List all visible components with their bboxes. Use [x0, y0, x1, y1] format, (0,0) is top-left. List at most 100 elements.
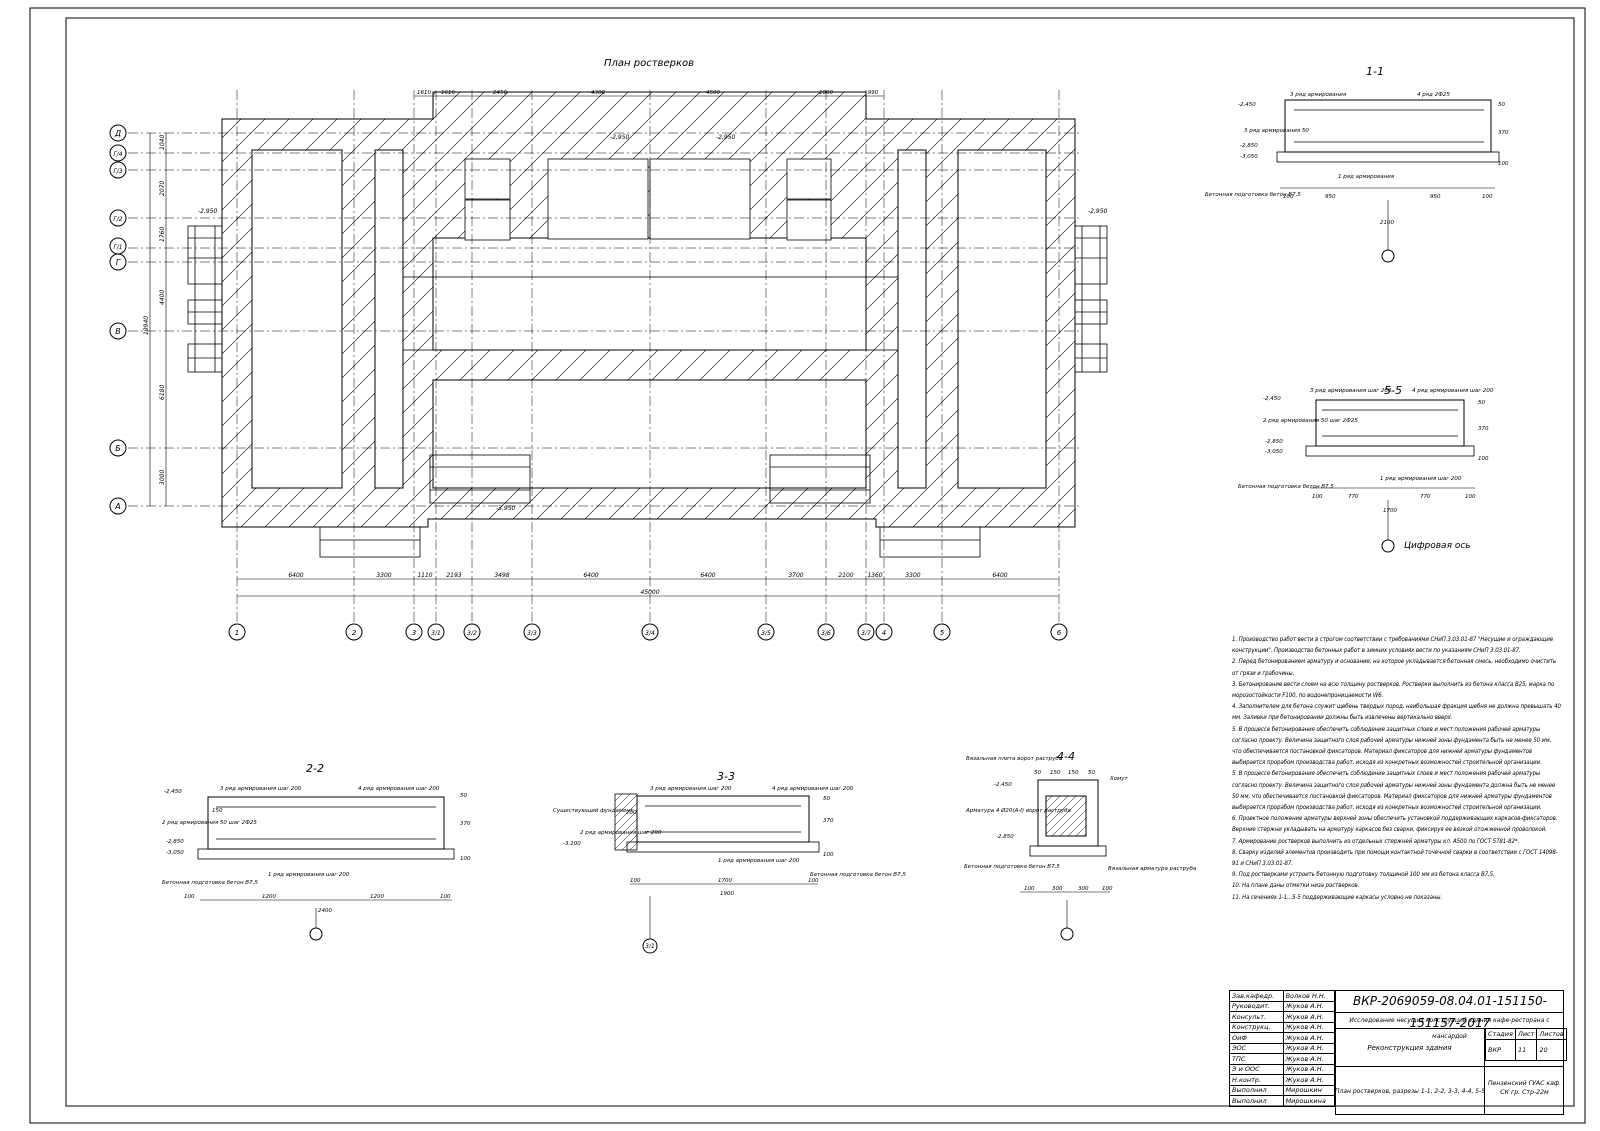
svg-text:3000: 3000	[159, 470, 166, 485]
svg-text:1610: 1610	[417, 90, 431, 96]
number-axis-markers: 1 2 3 3/1 3/2 3/3 3/4 3/5 3/6 3/7 4 5 6	[228, 623, 1068, 641]
note-10: 10. На плане даны отметки низа ростверко…	[1232, 882, 1360, 890]
section-3-3-title: 3-3	[717, 770, 735, 783]
inner-core	[402, 276, 899, 351]
svg-text:6: 6	[1057, 629, 1062, 637]
sheet-title: План ростверков, разрезы 1-1, 2-2, 3-3, …	[1335, 1066, 1485, 1115]
svg-text:2100: 2100	[838, 572, 853, 579]
svg-text:770: 770	[1348, 494, 1359, 500]
svg-text:3 ряд армирования шаг 200: 3 ряд армирования шаг 200	[220, 786, 302, 792]
svg-text:-2,950: -2,950	[610, 134, 630, 141]
svg-text:100: 100	[440, 894, 451, 900]
note-2: 2. Перед бетонированием арматуру и основ…	[1232, 658, 1556, 677]
bottom-cages	[319, 454, 981, 558]
bottom-dimension-texts: 6400 3300 1110 2193 3498 6400 6400 3700 …	[288, 572, 1007, 596]
left-dimensions	[149, 133, 167, 506]
svg-text:370: 370	[460, 821, 471, 827]
note-7: 7. Армирование ростверков выполнить из о…	[1232, 837, 1520, 845]
svg-text:2070: 2070	[159, 181, 166, 196]
svg-text:3/2: 3/2	[467, 630, 477, 637]
svg-text:3/6: 3/6	[821, 630, 831, 637]
section-1-1-title: 1-1	[1366, 65, 1384, 78]
note-4: 4. Заполнителем для бетона служит щебень…	[1232, 703, 1561, 722]
svg-text:1 ряд армирования шаг 200: 1 ряд армирования шаг 200	[1380, 476, 1462, 482]
svg-text:6400: 6400	[288, 572, 303, 579]
top-dimension-texts: 1610 1610 2450 4300 4500 1800 990	[417, 90, 879, 96]
svg-text:1 ряд армирования шаг 200: 1 ряд армирования шаг 200	[268, 872, 350, 878]
svg-text:6400: 6400	[992, 572, 1007, 579]
svg-text:Бетонная подготовка бетон В7,5: Бетонная подготовка бетон В7,5	[964, 864, 1060, 870]
svg-text:Б: Б	[115, 444, 121, 453]
note-3: 3. Бетонирование вести слоем на всю толщ…	[1232, 680, 1555, 700]
svg-text:100: 100	[1312, 494, 1323, 500]
svg-text:Вязальная арматура раструба: Вязальная арматура раструба	[1108, 866, 1197, 872]
svg-text:Г/2: Г/2	[113, 216, 122, 223]
svg-text:Бетонная подготовка бетон В7,5: Бетонная подготовка бетон В7,5	[810, 872, 906, 878]
note-6: 6. Проектное положение арматуры верхней …	[1232, 815, 1558, 834]
svg-text:3498: 3498	[494, 572, 509, 579]
svg-text:1200: 1200	[370, 894, 384, 900]
svg-text:5: 5	[940, 629, 945, 637]
svg-text:-2,850: -2,850	[1240, 143, 1258, 149]
svg-text:50: 50	[1088, 770, 1095, 776]
svg-text:1700: 1700	[718, 878, 732, 884]
letter-axis-markers: Д Г/4 Г/3 Г/2 Г/1 Г В Б А	[109, 124, 127, 515]
organization: Пензенский ГУАС каф. СК гр. Стр-22м	[1485, 1066, 1564, 1115]
svg-text:Бетонная подготовка бетон В7,5: Бетонная подготовка бетон В7,5	[1238, 484, 1334, 490]
title-block: Зав.кафедр.Волков Н.Н. Руководит.Жуков А…	[1229, 990, 1567, 1116]
svg-text:370: 370	[1478, 426, 1489, 432]
project-name: Исследование несущих конструкций здания …	[1335, 1012, 1564, 1040]
note-5: 5. В процессе бетонирования обеспечить с…	[1232, 725, 1552, 767]
svg-text:2: 2	[352, 629, 357, 637]
svg-text:3/7: 3/7	[861, 630, 871, 637]
svg-text:Д: Д	[114, 129, 121, 138]
svg-text:6400: 6400	[583, 572, 598, 579]
svg-text:6180: 6180	[159, 385, 166, 400]
note-9: 9. Под ростверками устроить бетонную под…	[1232, 871, 1495, 879]
grid-axes-vertical	[236, 90, 1060, 622]
svg-text:50: 50	[1498, 102, 1505, 108]
section-4-4-title: 4-4	[1057, 750, 1075, 763]
svg-text:770: 770	[1420, 494, 1431, 500]
grid-axes-horizontal	[128, 132, 1080, 507]
svg-text:100: 100	[630, 878, 641, 884]
plan-title: План ростверков	[604, 58, 694, 69]
svg-text:3 ряд армирования шаг 200: 3 ряд армирования шаг 200	[1310, 388, 1392, 394]
svg-text:4 ряд армирования шаг 200: 4 ряд армирования шаг 200	[772, 786, 854, 792]
svg-text:100: 100	[184, 894, 195, 900]
svg-text:100: 100	[1102, 886, 1113, 892]
svg-text:1 ряд армирования шаг 200: 1 ряд армирования шаг 200	[718, 858, 800, 864]
outer-frame	[29, 7, 1586, 1124]
svg-text:1760: 1760	[159, 227, 166, 242]
plan-level-marks: -2,950 -2,950 -2,950 -2,950 -3,950	[198, 134, 1108, 512]
svg-text:-3,050: -3,050	[1240, 154, 1258, 160]
note-5b: 5. В процессе бетонирования обеспечить с…	[1232, 770, 1556, 812]
svg-text:100: 100	[808, 878, 819, 884]
svg-text:150: 150	[1068, 770, 1079, 776]
svg-text:-2,850: -2,850	[996, 834, 1014, 840]
svg-text:2 ряд армирования 50 шаг 2Ф25: 2 ряд армирования 50 шаг 2Ф25	[1263, 418, 1358, 424]
svg-text:2 ряд армирования шаг 200: 2 ряд армирования шаг 200	[580, 830, 662, 836]
svg-text:950: 950	[1325, 194, 1336, 200]
svg-text:6400: 6400	[700, 572, 715, 579]
svg-text:-2,850: -2,850	[166, 839, 184, 845]
svg-text:150: 150	[212, 808, 223, 814]
note-8: 8. Сварку изделий элементов производить …	[1232, 848, 1558, 868]
svg-text:1040: 1040	[159, 135, 166, 150]
svg-text:150: 150	[1050, 770, 1061, 776]
svg-text:1900: 1900	[720, 891, 734, 897]
svg-text:2193: 2193	[446, 572, 461, 579]
svg-text:2400: 2400	[318, 908, 332, 914]
svg-text:1360: 1360	[867, 572, 882, 579]
top-pockets	[464, 158, 832, 241]
svg-text:4300: 4300	[591, 90, 605, 96]
svg-text:А: А	[114, 502, 120, 511]
svg-text:50: 50	[1034, 770, 1041, 776]
svg-text:Арматура 4 Ø20(А-I) ворот раст: Арматура 4 Ø20(А-I) ворот раструба	[965, 807, 1071, 814]
general-notes: 1. Производство работ вести в строгом со…	[1232, 634, 1562, 903]
object-name: Реконструкция здания	[1335, 1028, 1485, 1066]
svg-text:100: 100	[460, 856, 471, 862]
section-2-2-title: 2-2	[306, 762, 324, 775]
svg-text:-3,100: -3,100	[563, 841, 581, 847]
